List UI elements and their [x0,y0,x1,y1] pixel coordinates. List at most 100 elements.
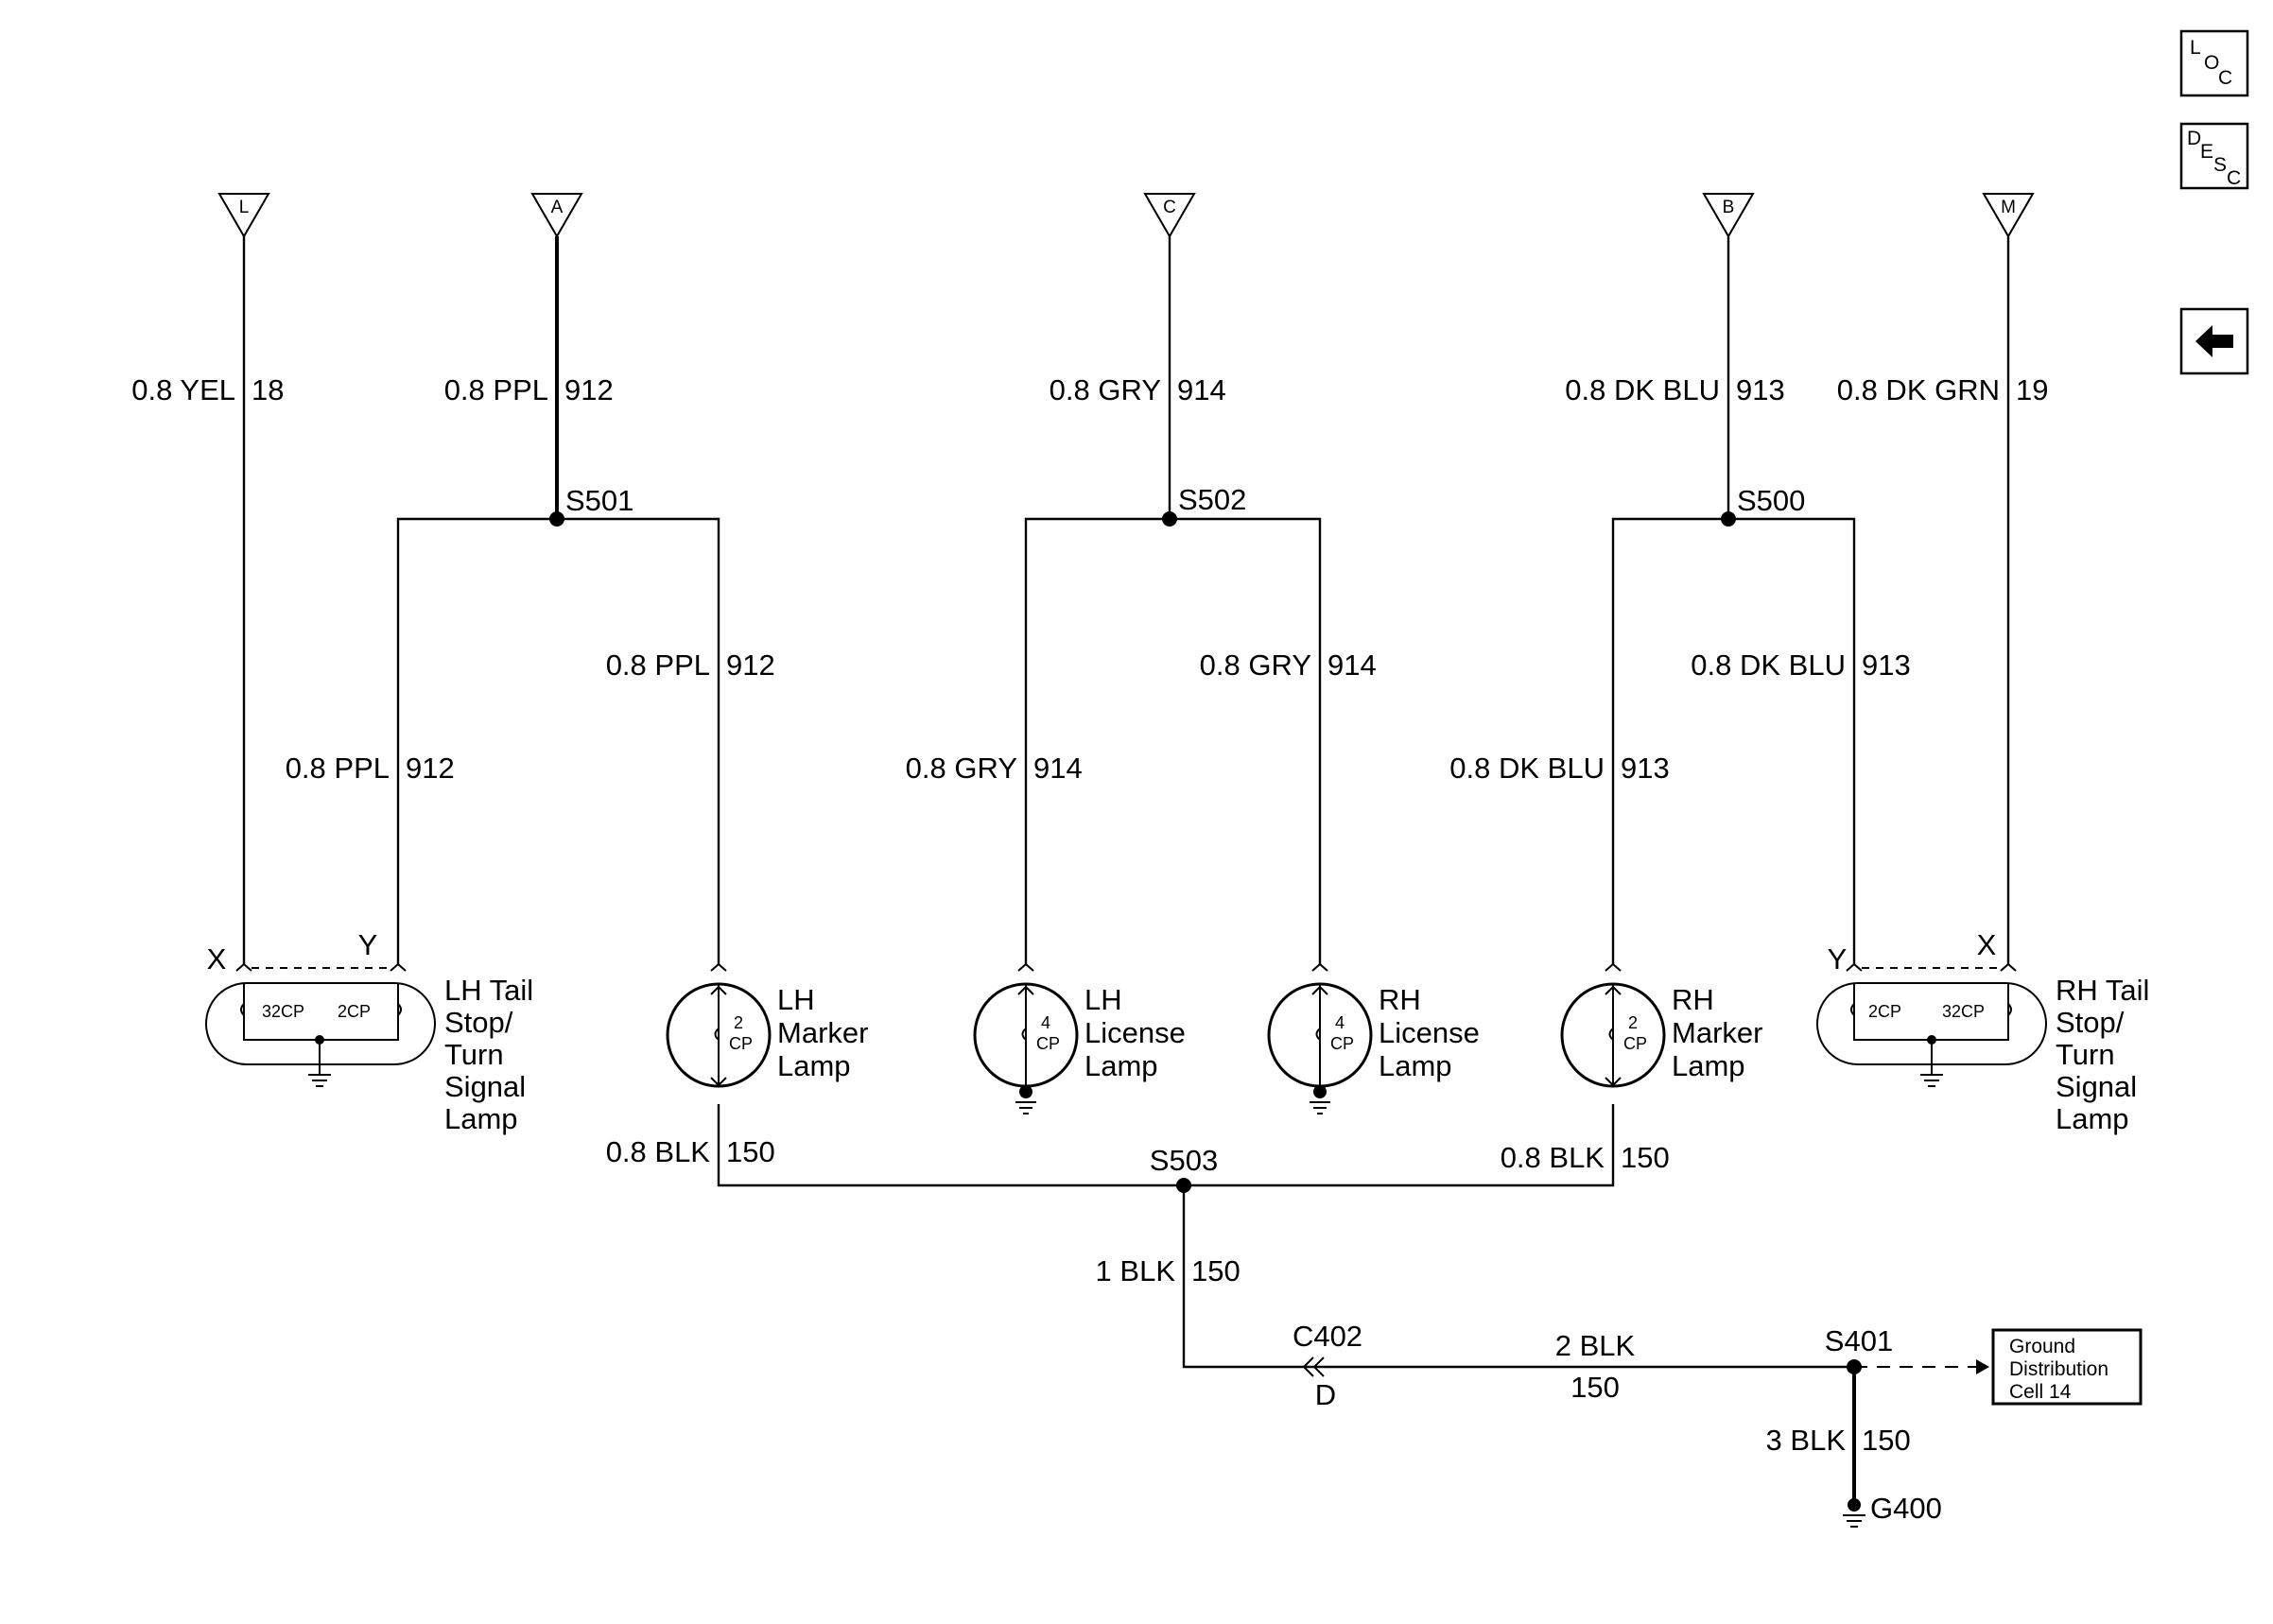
svg-text:Stop/: Stop/ [444,1006,513,1039]
svg-text:912: 912 [406,752,455,785]
svg-text:0.8 DK BLU: 0.8 DK BLU [1449,752,1605,785]
lh-marker-lamp: 2 CP LH Marker Lamp [666,962,868,1088]
svg-text:License: License [1379,1016,1480,1049]
svg-text:C: C [2218,67,2232,89]
svg-text:A: A [551,198,564,217]
svg-text:150: 150 [726,1135,775,1168]
svg-text:S503: S503 [1150,1144,1218,1177]
svg-text:150: 150 [1862,1424,1911,1457]
lh-tail-stop-turn-lamp: X Y 32CP 2CP LH Tail Stop/ Turn Signal L… [205,928,533,1135]
svg-text:0.8 PPL: 0.8 PPL [286,752,390,785]
svg-text:Stop/: Stop/ [2056,1006,2125,1039]
splice-s401: S401 [1825,1324,1893,1374]
svg-text:C402: C402 [1293,1320,1362,1353]
description-button[interactable]: D E S C [2179,122,2249,190]
svg-text:912: 912 [726,648,775,682]
svg-text:G400: G400 [1870,1492,1942,1525]
svg-text:913: 913 [1862,648,1911,682]
svg-text:Turn: Turn [444,1038,504,1071]
svg-text:S: S [2213,154,2227,176]
wire-labels: 0.8 YEL 18 0.8 PPL 912 0.8 GRY 914 0.8 D… [131,373,2048,1457]
svg-text:913: 913 [1621,752,1670,785]
svg-text:2 BLK: 2 BLK [1555,1329,1636,1362]
svg-text:X: X [1977,928,1997,961]
svg-text:0.8 GRY: 0.8 GRY [1200,648,1311,682]
ground-distribution-reference[interactable]: Ground Distribution Cell 14 [1991,1328,2143,1406]
ground-g400: G400 [1843,1492,1942,1528]
svg-text:0.8 YEL: 0.8 YEL [131,373,235,406]
svg-text:150: 150 [1621,1141,1670,1174]
svg-text:2CP: 2CP [1868,1002,1901,1021]
svg-text:M: M [2001,198,2016,217]
svg-text:913: 913 [1736,373,1785,406]
svg-text:150: 150 [1191,1254,1241,1287]
location-button[interactable]: L O C [2179,29,2249,97]
svg-text:0.8 DK GRN: 0.8 DK GRN [1837,373,2000,406]
svg-text:Marker: Marker [777,1016,868,1049]
svg-text:C: C [1163,198,1176,217]
svg-text:0.8 DK BLU: 0.8 DK BLU [1691,648,1846,682]
svg-text:D: D [2187,128,2201,149]
svg-text:Distribution: Distribution [2009,1358,2108,1380]
svg-text:S500: S500 [1737,484,1805,517]
svg-text:914: 914 [1177,373,1226,406]
source-connector-A: A [530,193,583,238]
svg-text:CP: CP [1036,1034,1060,1053]
svg-text:D: D [1315,1378,1336,1411]
svg-text:S502: S502 [1178,483,1246,516]
svg-text:4: 4 [1335,1013,1345,1032]
svg-text:S401: S401 [1825,1324,1893,1357]
splice-s501: S501 [549,484,633,527]
svg-text:C: C [2227,167,2241,189]
svg-text:Signal: Signal [2056,1070,2137,1103]
svg-text:E: E [2200,141,2213,163]
svg-text:912: 912 [564,373,614,406]
svg-text:0.8 PPL: 0.8 PPL [444,373,548,406]
svg-text:L: L [239,198,250,217]
svg-text:LH: LH [1084,983,1122,1016]
svg-text:0.8 BLK: 0.8 BLK [1501,1141,1605,1174]
svg-text:Marker: Marker [1672,1016,1762,1049]
svg-text:Ground: Ground [2009,1336,2075,1357]
left-arrow-icon [2195,325,2233,357]
svg-text:X: X [207,942,227,976]
svg-text:License: License [1084,1016,1186,1049]
svg-text:Lamp: Lamp [777,1049,851,1082]
svg-text:19: 19 [2016,373,2048,406]
rh-tail-stop-turn-lamp: Y X 2CP 32CP RH Tail Stop/ Turn Signal L… [1816,928,2149,1135]
source-connector-L: L [217,193,270,238]
svg-text:Turn: Turn [2056,1038,2115,1071]
svg-text:Lamp: Lamp [1672,1049,1745,1082]
splice-s503: S503 [1150,1144,1218,1193]
wire-network [242,236,2010,1505]
svg-text:Y: Y [1828,942,1848,976]
svg-text:Lamp: Lamp [1084,1049,1158,1082]
svg-text:32CP: 32CP [1942,1002,1985,1021]
svg-text:1 BLK: 1 BLK [1096,1254,1176,1287]
rh-marker-lamp: 2 CP RH Marker Lamp [1560,962,1762,1088]
source-connector-C: C [1143,193,1196,238]
svg-text:Cell 14: Cell 14 [2009,1381,2072,1403]
svg-text:Lamp: Lamp [444,1102,518,1135]
svg-text:RH: RH [1672,983,1714,1016]
svg-text:2: 2 [734,1013,743,1032]
svg-text:18: 18 [252,373,284,406]
svg-text:LH Tail: LH Tail [444,974,533,1007]
svg-text:914: 914 [1327,648,1377,682]
back-button[interactable] [2179,307,2249,375]
svg-text:CP: CP [1330,1034,1354,1053]
svg-text:O: O [2204,52,2219,74]
splice-s502: S502 [1162,483,1246,527]
svg-text:L: L [2190,37,2201,59]
svg-text:2CP: 2CP [338,1002,371,1021]
svg-text:150: 150 [1570,1371,1620,1404]
svg-text:0.8 GRY: 0.8 GRY [1050,373,1161,406]
svg-text:Signal: Signal [444,1070,526,1103]
svg-text:Y: Y [358,928,378,961]
svg-text:0.8 DK BLU: 0.8 DK BLU [1565,373,1720,406]
svg-text:RH Tail: RH Tail [2056,974,2149,1007]
source-connector-B: B [1702,193,1755,238]
svg-text:Lamp: Lamp [1379,1049,1452,1082]
svg-text:S501: S501 [565,484,633,517]
svg-text:2: 2 [1628,1013,1638,1032]
